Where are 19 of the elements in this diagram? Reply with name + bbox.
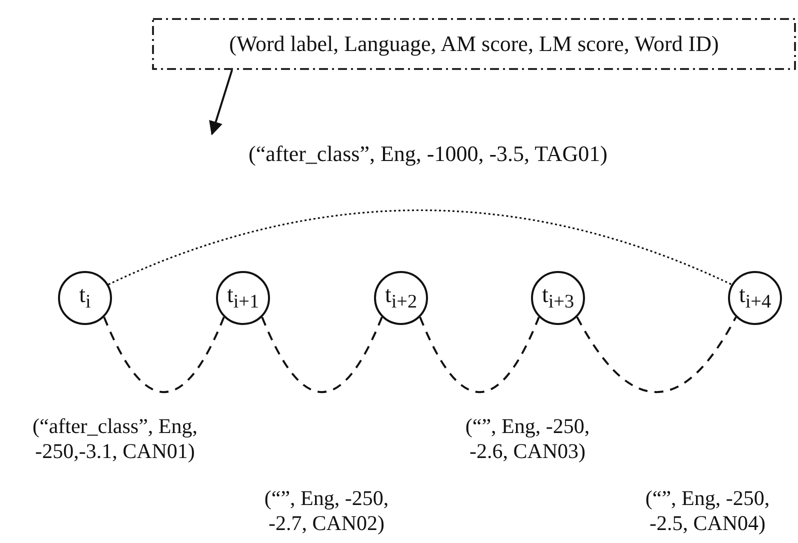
state-circle bbox=[531, 271, 585, 325]
dotted-arc bbox=[108, 210, 732, 286]
state-circle bbox=[58, 271, 112, 325]
word-tuple-text: (“after_class”, Eng, -1000, -3.5, TAG01) bbox=[248, 141, 608, 167]
state-circle bbox=[374, 271, 428, 325]
field-format-text: (Word label, Language, AM score, LM score, Word ID) bbox=[229, 31, 719, 57]
state-circle bbox=[216, 271, 270, 325]
arrow bbox=[209, 70, 233, 136]
dashed-arc bbox=[261, 316, 383, 393]
state-label: t$_{i+4}$ bbox=[738, 282, 772, 314]
field-format-box bbox=[152, 18, 796, 70]
dashed-arc bbox=[103, 316, 225, 393]
dashed-arc bbox=[419, 316, 540, 393]
state-label: t$_{i+1}$ bbox=[226, 282, 260, 314]
state-label: t$_{i}$ bbox=[79, 282, 91, 314]
dashed-arc bbox=[576, 316, 737, 393]
state-label: t$_{i+3}$ bbox=[542, 282, 574, 314]
state-circle bbox=[728, 271, 782, 325]
state-label: t$_{i+2}$ bbox=[384, 282, 418, 314]
